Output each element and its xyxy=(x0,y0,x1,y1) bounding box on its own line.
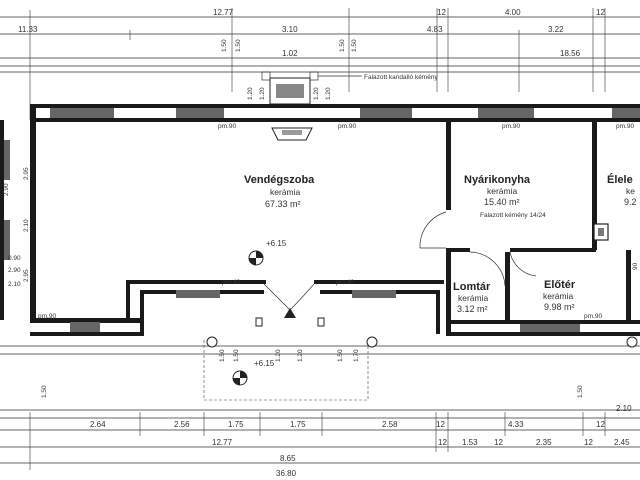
bdim-12-c: 12 xyxy=(438,438,447,447)
room-material: kerámia xyxy=(487,186,518,196)
pm40-2: pm.40 xyxy=(336,279,354,286)
dim-top-12-a: 12 xyxy=(437,8,446,17)
room-material: kerámia xyxy=(458,293,489,303)
room-name: Nyárikonyha xyxy=(464,174,531,186)
bdim-12-a: 12 xyxy=(436,420,445,429)
chimney: Falazott kandalló kémény xyxy=(261,71,438,141)
bdim-2-58: 2.58 xyxy=(382,420,398,429)
vdim-5: 1.50 xyxy=(339,39,346,52)
doors xyxy=(255,211,537,327)
room-elele: Élele ke 9.2 xyxy=(607,173,637,207)
dim-top-1-02: 1.02 xyxy=(282,49,298,58)
terrace xyxy=(0,250,640,411)
pm90-3: pm.90 xyxy=(502,123,520,130)
room-area: 3.12 m² xyxy=(457,304,488,314)
ldim-4: 2.90 xyxy=(8,267,21,274)
tdim-6: 1.70 xyxy=(353,349,360,362)
bdim-2-10: 2.10 xyxy=(616,404,632,413)
vdim-3: 1.20 xyxy=(247,87,254,100)
ldim-5: 0.90 xyxy=(8,255,21,262)
room-eloter: Előtér kerámia 9.98 m² xyxy=(543,279,576,312)
right-dim-90: 90 xyxy=(632,262,639,270)
ldim-1: 2.95 xyxy=(23,167,30,180)
dim-top-3-10: 3.10 xyxy=(282,25,298,34)
room-material: kerámia xyxy=(270,187,301,197)
bdim-8-65: 8.65 xyxy=(280,454,296,463)
bottom-dimension-lines: 2.64 2.56 1.75 1.75 2.58 12 4.33 12 2.10… xyxy=(0,404,640,478)
tdim-4: 1.20 xyxy=(297,349,304,362)
room-area: 9.98 m² xyxy=(544,302,575,312)
level-floor: +6.15 xyxy=(266,239,287,248)
level-terrace: +6.15 xyxy=(254,359,275,368)
dim-top-18-56: 18.56 xyxy=(560,49,581,58)
chimney-note: Falazott kandalló kémény xyxy=(364,74,438,81)
pm90-1: pm.90 xyxy=(218,123,236,130)
pm90-2: pm.90 xyxy=(338,123,356,130)
bdim-12-d: 12 xyxy=(494,438,503,447)
pm40-1: pm.40 xyxy=(222,279,240,286)
vdim-4: 1.20 xyxy=(259,87,266,100)
room-vendegszoba: Vendégszoba kerámia 67.33 m² xyxy=(244,174,315,209)
bdim-12-77: 12.77 xyxy=(212,438,233,447)
pm90-4: pm.90 xyxy=(616,123,634,130)
tdim-7: 1.50 xyxy=(41,385,48,398)
ldim-6: 2.10 xyxy=(8,281,21,288)
dim-top-4-83: 4.83 xyxy=(427,25,443,34)
dim-top-4-00: 4.00 xyxy=(505,8,521,17)
bdim-2-35: 2.35 xyxy=(536,438,552,447)
vdim-6: 1.50 xyxy=(351,39,358,52)
room-lomtar: Lomtár kerámia 3.12 m² xyxy=(453,281,491,314)
bdim-36-80: 36.80 xyxy=(276,469,297,478)
bdim-1-53: 1.53 xyxy=(462,438,478,447)
walls xyxy=(0,104,640,336)
top-dimension-lines: 12.77 12 4.00 12 11.33 3.10 4.83 3.22 1.… xyxy=(0,8,640,120)
room-material: ke xyxy=(626,186,635,196)
bdim-4-33: 4.33 xyxy=(508,420,524,429)
bdim-2-56: 2.56 xyxy=(174,420,190,429)
vdim-2: 1.50 xyxy=(235,39,242,52)
tdim-3: 1.20 xyxy=(275,349,282,362)
ldim-7: 2.90 xyxy=(3,183,10,196)
tdim-2: 1.50 xyxy=(233,349,240,362)
vdim-8: 1.20 xyxy=(325,87,332,100)
bdim-2-45: 2.45 xyxy=(614,438,630,447)
vdim-1: 1.50 xyxy=(221,39,228,52)
room-material: kerámia xyxy=(543,291,574,301)
bdim-1-75-b: 1.75 xyxy=(290,420,306,429)
room-name: Vendégszoba xyxy=(244,174,315,186)
terrace-dimensions: 1.50 1.50 1.20 1.20 1.50 1.70 1.50 1.50 xyxy=(41,349,584,398)
left-dimensions: 2.95 2.10 2.95 2.90 0.90 2.10 2.90 xyxy=(3,167,30,288)
bdim-12-e: 12 xyxy=(584,438,593,447)
bdim-12-b: 12 xyxy=(596,420,605,429)
room-area: 9.2 xyxy=(624,197,637,207)
dim-top-12-b: 12 xyxy=(596,8,605,17)
bdim-2-64: 2.64 xyxy=(90,420,106,429)
ldim-3: 2.95 xyxy=(23,269,30,282)
bdim-1-75-a: 1.75 xyxy=(228,420,244,429)
kitchen-note: Falazott kémény 14/24 xyxy=(480,212,546,219)
room-name: Lomtár xyxy=(453,281,491,293)
pm90-5: pm.90 xyxy=(38,313,56,320)
dim-top-12-77: 12.77 xyxy=(213,8,234,17)
room-nyarikonyha: Nyárikonyha kerámia 15.40 m² Falazott ké… xyxy=(464,174,546,219)
pm-markers: pm.90 pm.90 pm.90 pm.90 pm.90 pm.90 pm.4… xyxy=(38,123,634,320)
tdim-5: 1.50 xyxy=(337,349,344,362)
room-name: Élele xyxy=(607,173,633,186)
dim-top-3-22: 3.22 xyxy=(548,25,564,34)
dim-top-11-33: 11.33 xyxy=(18,25,38,34)
ldim-2: 2.10 xyxy=(23,219,30,232)
room-name: Előtér xyxy=(544,279,576,291)
tdim-8: 1.50 xyxy=(577,385,584,398)
room-area: 15.40 m² xyxy=(484,197,520,207)
room-area: 67.33 m² xyxy=(265,199,301,209)
pm90-6: pm.90 xyxy=(584,313,602,320)
tdim-1: 1.50 xyxy=(219,349,226,362)
vdim-7: 1.20 xyxy=(313,87,320,100)
